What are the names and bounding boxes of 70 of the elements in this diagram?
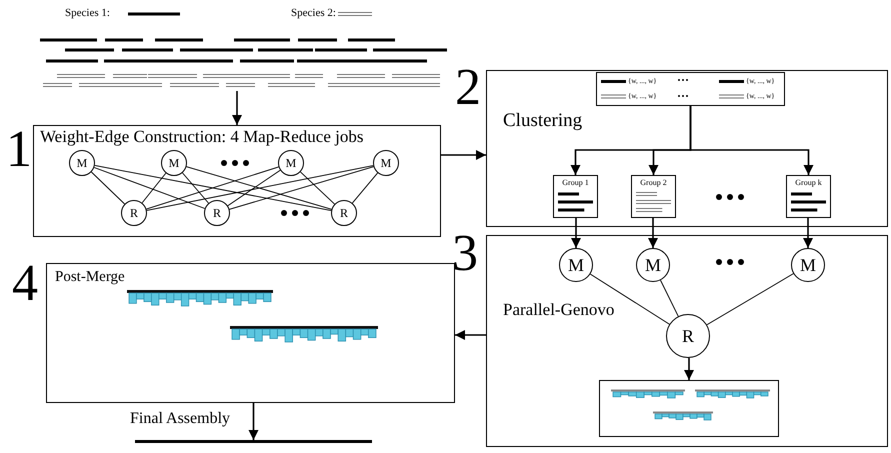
node-label: M (76, 157, 88, 169)
connector-line (227, 170, 281, 206)
node-caption: Final Assembly (130, 411, 230, 427)
node-title: Clustering (503, 111, 582, 130)
node-label: R (682, 327, 694, 345)
node-label: Group k (794, 179, 823, 187)
circle-node (121, 200, 147, 226)
stage-panel (33, 125, 441, 237)
arrow (690, 106, 814, 175)
arrow (803, 218, 813, 248)
node-label: Group 2 (639, 179, 668, 187)
arrow (232, 91, 242, 125)
node-label: M (380, 157, 392, 169)
step-number: 1 (6, 124, 32, 176)
step-number: 3 (452, 228, 478, 280)
stage-panel (486, 235, 888, 447)
connector-line (660, 280, 679, 317)
circle-node (636, 248, 670, 282)
arrow (248, 403, 258, 440)
legend-label: Species 1: (65, 8, 110, 19)
legend-label: Species 2: (291, 8, 336, 19)
node-label: M (168, 157, 180, 169)
arrow (571, 218, 581, 248)
group-card (786, 175, 831, 218)
node-label: R (212, 207, 221, 219)
connector-line (186, 166, 332, 210)
circle-node (559, 248, 593, 282)
connector-line (229, 166, 374, 210)
arrow (648, 218, 658, 248)
node-title: Weight-Edge Construction: 4 Map-Reduce jobs (40, 128, 364, 145)
arrow (441, 150, 486, 160)
circle-node (69, 150, 95, 176)
circle-node (666, 314, 710, 358)
connector-line (182, 172, 209, 204)
connector-line (94, 167, 206, 209)
group-card (553, 175, 598, 218)
node-title: Parallel-Genovo (503, 301, 614, 318)
node-label: M (568, 256, 584, 274)
arrow (455, 330, 486, 340)
circle-node (278, 150, 304, 176)
node-label: R (130, 207, 138, 219)
stage-panel (486, 70, 888, 227)
node-label: M (644, 256, 661, 274)
node-label: M (800, 256, 816, 274)
circle-node (161, 150, 187, 176)
weight-list-box (596, 72, 785, 106)
group-card (631, 175, 676, 218)
node-title: Post-Merge (55, 270, 125, 285)
connector-line (706, 273, 794, 326)
step-number: 4 (12, 258, 38, 310)
contig-box (599, 380, 779, 437)
connector-line (142, 172, 166, 204)
node-label: M (286, 157, 296, 169)
connector-line (94, 164, 332, 212)
assembly-line (135, 440, 372, 443)
circle-node (373, 150, 399, 176)
connector-line (300, 171, 335, 205)
circle-node (791, 248, 825, 282)
connector-line (90, 172, 126, 204)
connector-line (146, 165, 374, 211)
connector-line (590, 274, 670, 325)
node-label: R (340, 207, 348, 219)
stage-panel (46, 263, 455, 403)
step-number: 2 (455, 62, 481, 114)
node-label: Group 1 (561, 179, 590, 187)
connector-line (352, 172, 378, 204)
connector-line (146, 166, 280, 210)
circle-node (331, 200, 357, 226)
circle-node (204, 200, 230, 226)
arrow (684, 358, 694, 380)
